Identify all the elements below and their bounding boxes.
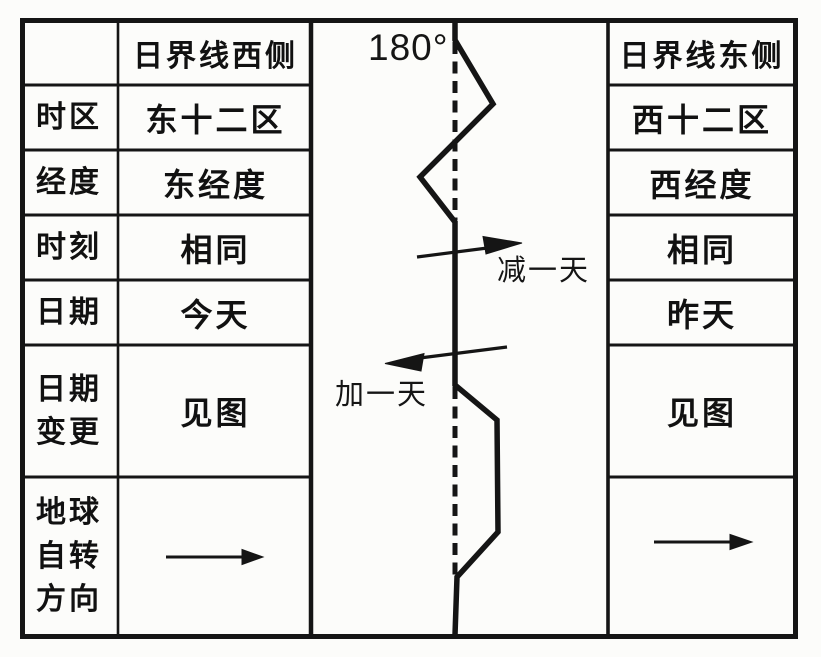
- west-date-cell: 今天: [180, 296, 251, 333]
- west-longitude-cell: 东经度: [162, 166, 268, 203]
- west-moment-cell: 相同: [180, 231, 251, 268]
- west-row-lines: [20, 83, 311, 479]
- international-date-line: [416, 22, 501, 636]
- earth-rotation-arrow-west-icon: [166, 548, 265, 566]
- east-row-lines: [608, 83, 795, 479]
- west-side-header: 日界线西侧: [133, 39, 298, 73]
- row-label-date: 日期: [36, 295, 102, 329]
- row-label-date-change: 日期 变更: [36, 372, 102, 450]
- row-label-moment: 时刻: [36, 230, 102, 264]
- east-longitude-cell: 西经度: [649, 166, 755, 203]
- row-label-time-zone: 时区: [36, 100, 102, 134]
- add-day-arrow-icon: [384, 345, 508, 372]
- table-grid: [20, 18, 798, 639]
- east-moment-cell: 相同: [666, 231, 737, 268]
- row-label-earth-rotation: 地球 自转 方向: [36, 496, 102, 617]
- outer-frame: [20, 18, 798, 639]
- add-day-label: 加一天: [335, 379, 429, 411]
- east-side-header: 日界线东侧: [619, 39, 785, 73]
- row-label-longitude: 经度: [36, 165, 102, 199]
- east-date-change-cell: 见图: [666, 395, 737, 431]
- east-date-cell: 昨天: [666, 296, 737, 333]
- subtract-day-label: 减一天: [497, 255, 591, 287]
- earth-rotation-arrow-east-icon: [654, 533, 754, 551]
- subtract-day-arrow-icon: [416, 235, 523, 259]
- meridian-label: 180°: [368, 27, 449, 68]
- east-time-zone-cell: 西十二区: [631, 101, 772, 138]
- west-date-change-cell: 见图: [180, 395, 251, 431]
- west-time-zone-cell: 东十二区: [145, 101, 286, 138]
